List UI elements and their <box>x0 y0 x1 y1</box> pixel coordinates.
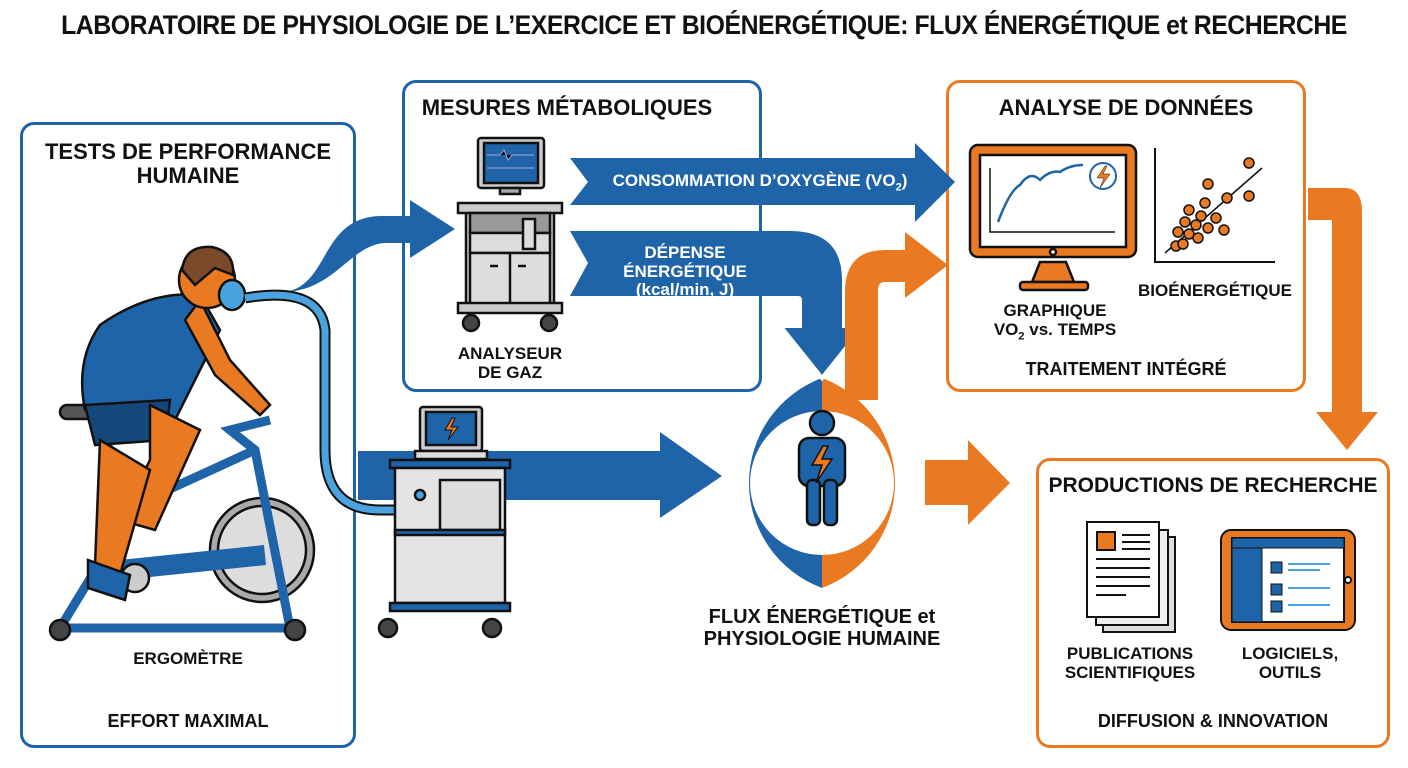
oxygen-flow-label: CONSOMMATION D’OXYGÈNE (VO2) <box>612 171 908 194</box>
analysis-title: ANALYSE DE DONNÉES <box>998 95 1254 120</box>
software-label: LOGICIELS, OUTILS <box>1241 644 1339 682</box>
hub-label: FLUX ÉNERGÉTIQUE et PHYSIOLOGIE HUMAINE <box>703 606 941 650</box>
performance-title: TESTS DE PERFORMANCE HUMAINE <box>44 139 332 189</box>
flow-arrow-analysis-to-research <box>1308 188 1378 450</box>
exercise-bike-icon <box>48 403 316 642</box>
analyzer-label: ANALYSEUR DE GAZ <box>457 344 563 382</box>
energy-flow-label: DÉPENSE ÉNERGÉTIQUE (kcal/min, J) <box>623 243 747 300</box>
flow-arrow-cyclist-to-analyzer <box>285 200 455 292</box>
graph-label: GRAPHIQUE VO2 vs. TEMPS <box>993 301 1117 343</box>
research-footer: DIFFUSION & INNOVATION <box>1097 711 1329 731</box>
performance-footer: EFFORT MAXIMAL <box>107 711 269 731</box>
human-energy-icon <box>797 409 847 527</box>
analysis-footer: TRAITEMENT INTÉGRÉ <box>1025 359 1227 379</box>
gas-analyzer-cart-icon <box>456 136 564 333</box>
flow-arrow-hub-to-analysis <box>845 232 948 400</box>
document-stack-icon <box>1086 521 1176 633</box>
hub-ring-orange <box>822 378 896 588</box>
bioenergetics-label: BIOÉNERGÉTIQUE <box>1138 281 1292 300</box>
hub-ring-blue <box>748 378 822 588</box>
flow-arrow-energy <box>570 231 862 378</box>
flow-arrow-hub-to-research <box>925 440 1010 525</box>
scatter-points <box>1170 157 1255 252</box>
cyclist-icon <box>80 245 272 602</box>
monitor-line-chart-icon <box>968 143 1138 292</box>
diagram-title: LABORATOIRE DE PHYSIOLOGIE DE L’EXERCICE… <box>61 10 1347 40</box>
tablet-app-icon <box>1220 529 1356 631</box>
flow-arrow-oxygen <box>570 143 955 222</box>
gas-analyzer-small-cart-icon <box>377 405 512 639</box>
research-title: PRODUCTIONS DE RECHERCHE <box>1048 474 1378 497</box>
scatter-plot-icon <box>1154 148 1275 263</box>
ergometer-label: ERGOMÈTRE <box>133 649 243 668</box>
publications-label: PUBLICATIONS SCIENTIFIQUES <box>1064 644 1196 682</box>
metabolic-title: MESURES MÉTABOLIQUES <box>421 95 713 120</box>
